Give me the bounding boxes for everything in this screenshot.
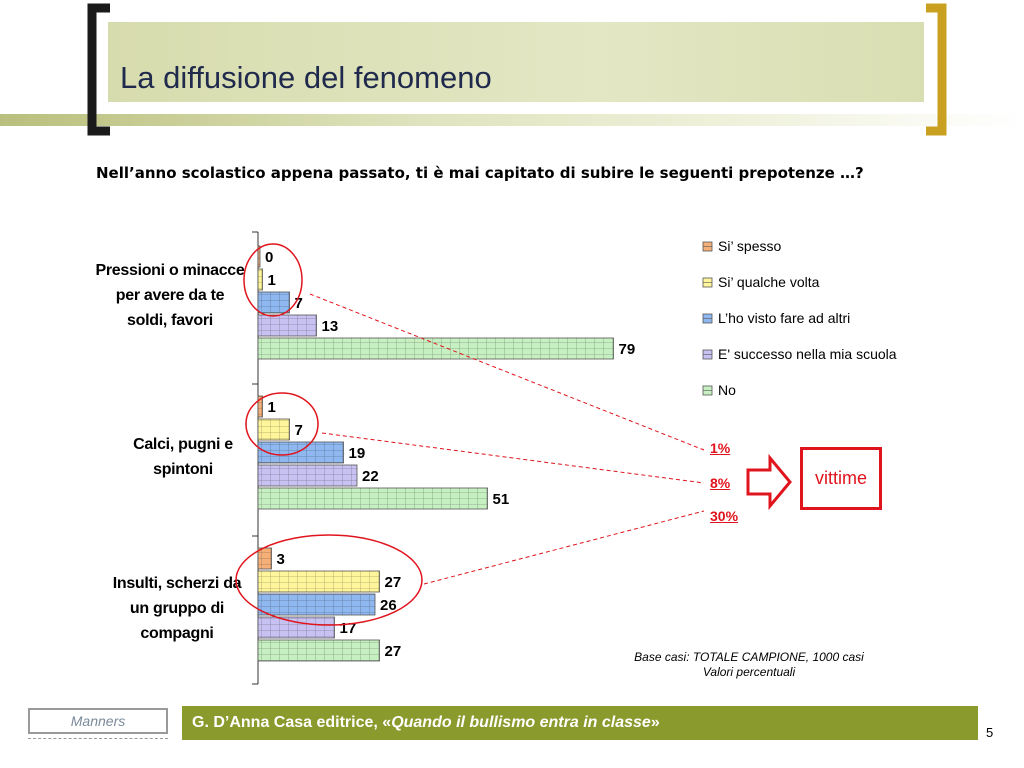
title-band [108, 22, 924, 102]
page-number: 5 [986, 725, 994, 740]
pct-label-0: 1% [710, 440, 731, 456]
highlight-circle-0 [243, 243, 303, 317]
victims-label: vittime [814, 468, 867, 488]
bar-pattern-c1-s4 [258, 488, 488, 509]
value-label-c2-s4: 27 [385, 643, 402, 660]
legend-label-1: Si’ qualche volta [718, 274, 820, 290]
bar-pattern-c2-s3 [258, 617, 335, 638]
legend-label-4: No [718, 382, 736, 398]
legend-label-2: L’ho visto fare ad altri [718, 310, 850, 326]
value-label-c0-s3: 13 [322, 318, 339, 335]
value-label-c2-s1: 27 [385, 574, 402, 591]
value-label-c0-s1: 1 [268, 272, 276, 289]
value-label-c1-s2: 19 [349, 445, 366, 462]
bar-pattern-c1-s3 [258, 465, 357, 486]
manners-label: Manners [70, 713, 126, 729]
left-bracket-icon [87, 3, 110, 136]
survey-question: Nell’anno scolastico appena passato, ti … [96, 164, 864, 182]
highlight-circle-1 [245, 392, 319, 456]
pct-label-1: 8% [710, 475, 731, 491]
chart-axis [252, 231, 259, 685]
connector-line-1 [321, 432, 705, 484]
base-note: Base casi: TOTALE CAMPIONE, 1000 casi Va… [604, 650, 894, 680]
victims-box: vittime [800, 447, 882, 510]
highlight-circle-2 [235, 534, 423, 626]
chart-annotations [235, 243, 792, 626]
bar-pattern-c1-s0 [258, 396, 263, 417]
bar-pattern-c2-s4 [258, 640, 380, 661]
title-stripe [0, 114, 1024, 126]
value-label-c0-s4: 79 [619, 341, 636, 358]
footer-credit-title: Quando il bullismo entra in classe [391, 714, 651, 731]
bar-pattern-c0-s3 [258, 315, 317, 336]
value-label-c1-s0: 1 [268, 399, 276, 416]
category-label-2: Insulti, scherzi da un gruppo di compagn… [112, 575, 242, 642]
value-label-c2-s0: 3 [277, 551, 285, 568]
page-title: La diffusione del fenomeno [120, 60, 492, 95]
bar-pattern-c1-s2 [258, 442, 344, 463]
bar-pattern-c0-s0 [258, 246, 260, 267]
chart-bars [257, 245, 614, 662]
value-label-c2-s3: 17 [340, 620, 357, 637]
bar-pattern-c0-s1 [258, 269, 263, 290]
bar-pattern-c2-s1 [258, 571, 380, 592]
value-label-c2-s2: 26 [380, 597, 397, 614]
right-bracket-icon [926, 3, 947, 136]
legend-label-3: E' successo nella mia scuola [718, 346, 897, 362]
footer-credit-prefix: G. D’Anna Casa editrice, « [192, 714, 392, 731]
pct-label-2: 30% [710, 508, 739, 524]
category-label-1: Calci, pugni e spintoni [133, 436, 233, 478]
value-label-c1-s4: 51 [493, 491, 510, 508]
bar-pattern-c1-s1 [258, 419, 290, 440]
footer-credit: G. D’Anna Casa editrice, «Quando il bull… [192, 714, 660, 732]
base-note-line1: Base casi: TOTALE CAMPIONE, 1000 casi [634, 650, 864, 664]
value-label-c0-s2: 7 [295, 295, 303, 312]
manners-box: Manners [28, 708, 168, 734]
category-label-0: Pressioni o minacce per avere da te sold… [95, 262, 245, 329]
value-label-c1-s3: 22 [362, 468, 379, 485]
arrow-right-icon [746, 453, 792, 511]
connector-line-2 [423, 510, 705, 585]
value-label-c1-s1: 7 [295, 422, 303, 439]
bar-pattern-c0-s2 [258, 292, 290, 313]
bar-pattern-c2-s2 [258, 594, 375, 615]
footer-bar: G. D’Anna Casa editrice, «Quando il bull… [182, 706, 978, 740]
footer-credit-suffix: » [650, 714, 660, 731]
base-note-line2: Valori percentuali [702, 665, 796, 679]
bar-pattern-c2-s0 [258, 548, 272, 569]
bar-pattern-c0-s4 [258, 338, 614, 359]
manners-underline [28, 738, 168, 739]
value-label-c0-s0: 0 [265, 249, 273, 266]
connector-line-0 [309, 293, 705, 451]
legend-label-0: Si’ spesso [718, 238, 782, 254]
